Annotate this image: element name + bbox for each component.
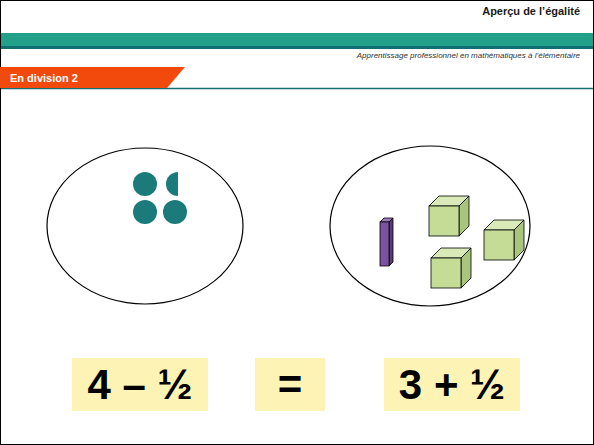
right-set — [330, 146, 530, 306]
equals-box: = — [255, 358, 325, 411]
expression-box: 3 + ½ — [384, 358, 520, 411]
slide-title: Aperçu de l’égalité — [482, 5, 580, 17]
expression-box: 4 – ½ — [72, 358, 208, 411]
section-tab: En division 2 — [0, 67, 185, 88]
counters — [133, 172, 187, 224]
tab-label: En division 2 — [10, 72, 78, 84]
left-set — [47, 148, 243, 304]
purple-rod — [380, 218, 393, 266]
expression-text: 4 – ½ — [87, 361, 192, 409]
subtitle: Apprentissage professionnel en mathémati… — [357, 51, 580, 60]
unit-cubes — [429, 196, 524, 288]
header-band — [0, 33, 594, 48]
expression-text: 3 + ½ — [399, 361, 505, 409]
expression-text: = — [278, 361, 303, 409]
